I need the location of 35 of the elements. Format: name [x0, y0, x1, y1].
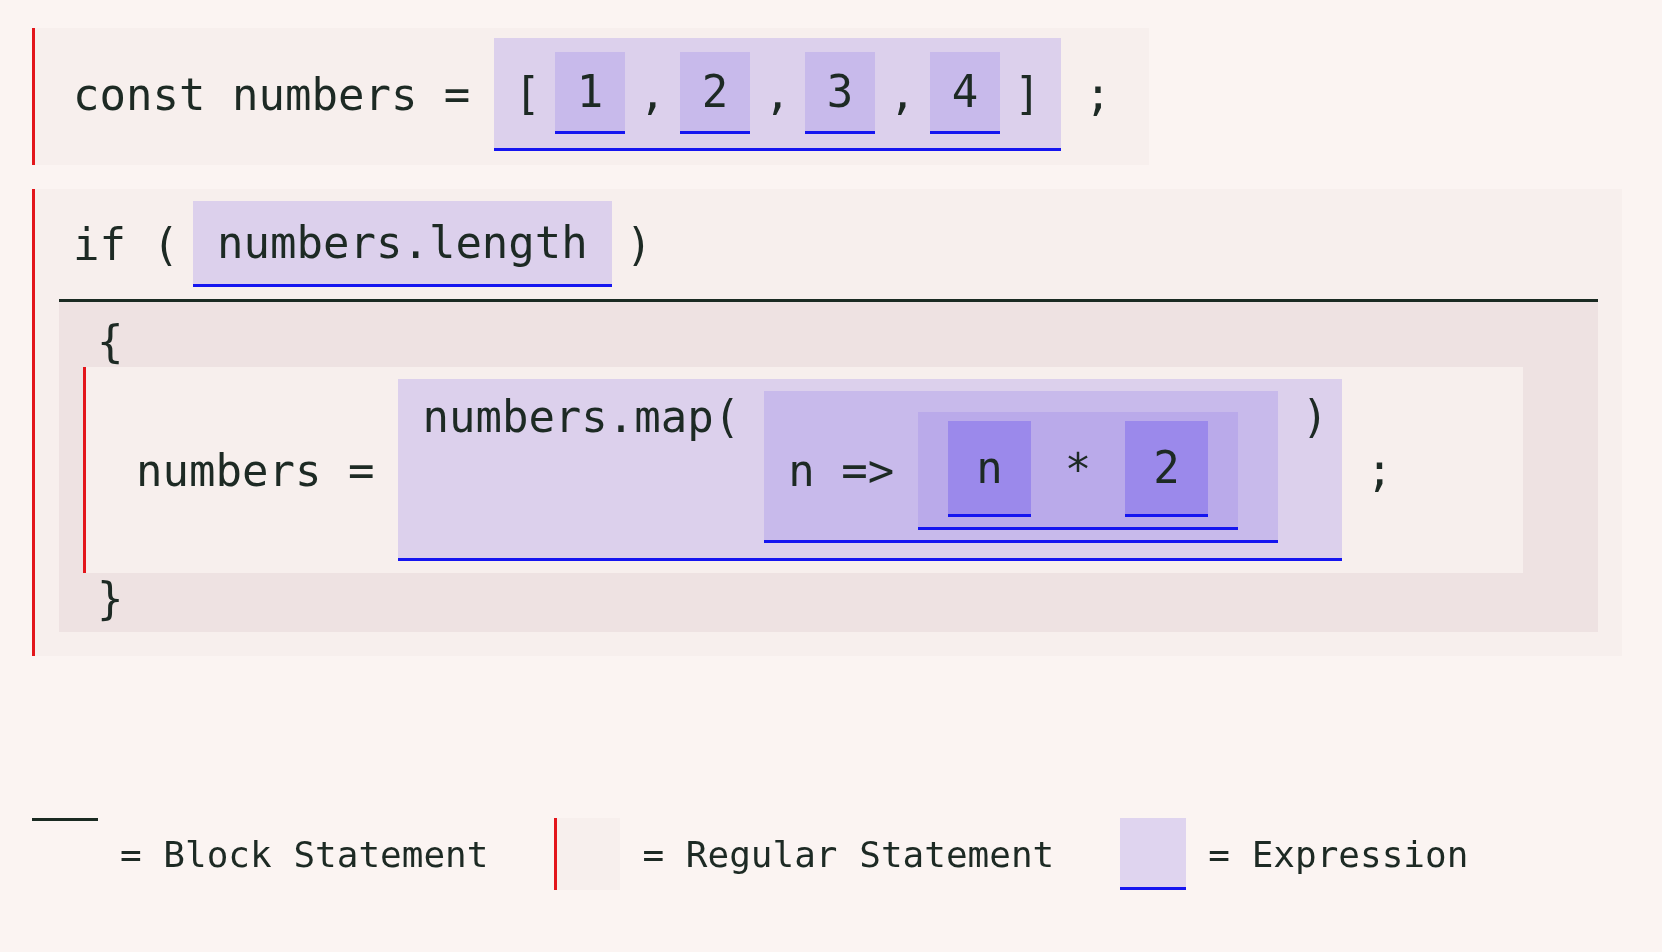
statement-box	[83, 367, 1523, 573]
code-text: )	[624, 218, 654, 270]
code-text: *	[1063, 443, 1093, 495]
code-text: ;	[1083, 69, 1113, 120]
expression-box: 1	[554, 52, 626, 134]
code-text: ;	[1365, 444, 1394, 496]
expression-box	[918, 411, 1238, 530]
legend-text: = Regular Statement	[642, 833, 1055, 875]
code-text: n =>	[787, 445, 896, 496]
code-text: {	[96, 316, 125, 367]
code-text: numbers =	[135, 444, 376, 496]
expression-box	[764, 391, 1278, 543]
expression-box: 2	[1125, 421, 1208, 517]
statement-box	[32, 189, 1622, 656]
expression-box: 4	[929, 52, 1001, 134]
expression-box: numbers.length	[192, 201, 612, 287]
code-text: if (	[72, 218, 180, 270]
code-text: ,	[888, 67, 917, 119]
block-statement-box	[59, 299, 1598, 632]
statement-box	[32, 28, 1150, 165]
expression-box: 2	[679, 52, 751, 134]
expression-box	[398, 379, 1343, 561]
code-text: [	[513, 67, 542, 119]
legend-text: = Expression	[1208, 833, 1469, 875]
code-text: )	[1300, 391, 1330, 442]
expression-box	[494, 38, 1061, 151]
expression-box: 3	[804, 52, 876, 134]
expression-box: n	[948, 421, 1031, 517]
legend-text: = Block Statement	[120, 833, 489, 875]
code-text: ]	[1013, 67, 1042, 119]
code-text: numbers.map(	[421, 391, 742, 442]
code-text: ,	[763, 67, 792, 119]
code-text: ,	[638, 67, 667, 119]
code-text: }	[96, 573, 125, 624]
code-text: const numbers =	[72, 69, 472, 120]
